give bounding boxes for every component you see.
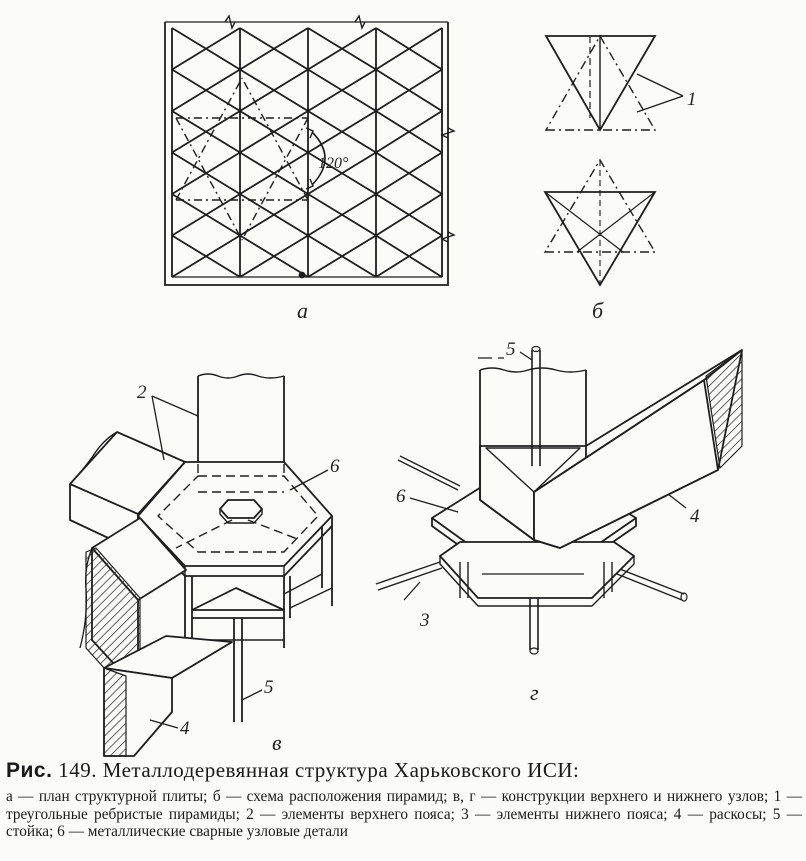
label-4-upper: 4	[180, 718, 190, 739]
label-6-upper: 6	[330, 456, 340, 477]
figure-caption-body: а — план структурной плиты; б — схема ра…	[6, 788, 802, 840]
plan-frame	[164, 22, 449, 286]
triangular-grid	[171, 27, 443, 278]
figure-prefix: Рис.	[6, 759, 53, 782]
label-4-lower: 4	[690, 506, 700, 527]
label-2: 2	[137, 382, 147, 403]
label-v: в	[272, 730, 282, 755]
pyramid-scheme	[543, 34, 684, 287]
label-a: а	[297, 298, 308, 323]
figure-caption-title: Рис. 149. Металлодеревянная структура Ха…	[6, 758, 802, 783]
label-5-upper: 5	[264, 677, 274, 698]
label-g: г	[530, 680, 539, 705]
figure-title: Металлодеревянная структура Харьковского…	[102, 758, 580, 782]
label-3: 3	[419, 610, 430, 631]
structural-plate-plan	[164, 14, 456, 286]
pyramid-dash-lines	[175, 77, 309, 241]
label-6-lower: 6	[396, 486, 406, 507]
angle-label: 120°	[318, 155, 349, 172]
label-b: б	[592, 298, 604, 323]
upper-node	[69, 373, 333, 757]
label-5-lower: 5	[506, 339, 516, 360]
label-1: 1	[687, 89, 697, 110]
figure-number: 149.	[58, 758, 97, 782]
lower-node	[375, 345, 743, 655]
angle-arc	[311, 131, 326, 186]
